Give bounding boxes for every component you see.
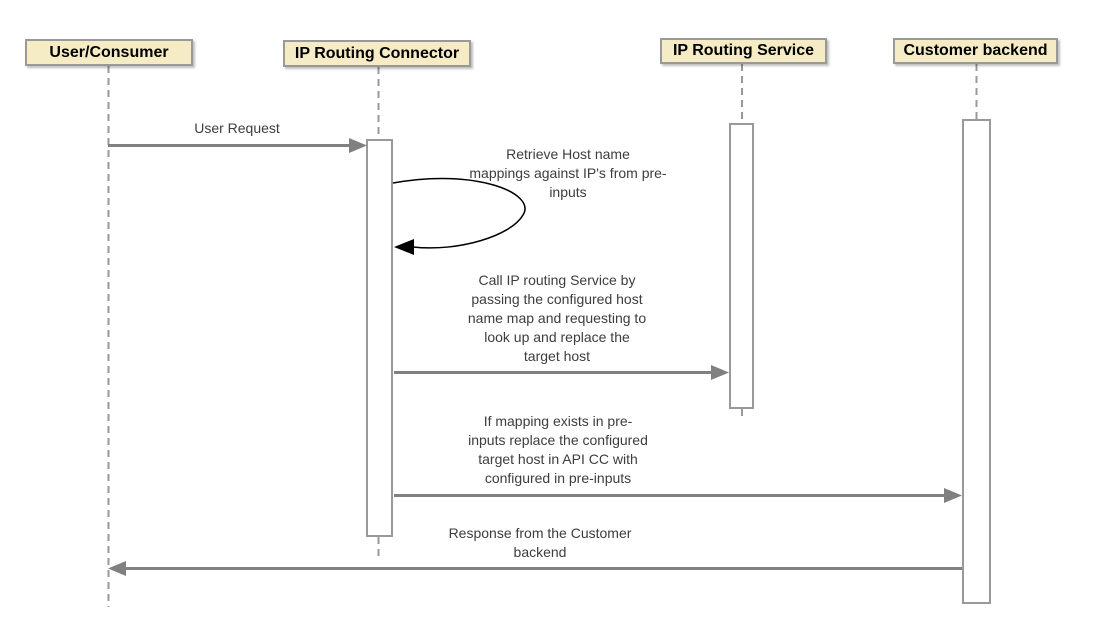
- message-arrow-if-mapping-exists: [394, 488, 962, 503]
- actor-header-ip-routing-connector: IP Routing Connector: [283, 40, 471, 67]
- activation-bar-ip-routing-connector: [366, 139, 393, 537]
- message-label-if-mapping-exists: If mapping exists in pre-inputs replace …: [468, 413, 648, 486]
- actor-label: User/Consumer: [49, 43, 169, 61]
- actor-header-customer-backend: Customer backend: [893, 38, 1058, 64]
- actor-label: IP Routing Service: [672, 42, 815, 59]
- message-arrow-response: [108, 561, 962, 576]
- arrowhead-icon: [349, 138, 367, 153]
- arrowhead-icon: [944, 488, 962, 503]
- activation-bar-ip-routing-service: [729, 123, 754, 409]
- message-arrow-call-ip-routing-service: [394, 365, 729, 380]
- arrowhead-icon: [711, 365, 729, 380]
- actor-header-user-consumer: User/Consumer: [25, 39, 193, 66]
- message-label-user-request: User Request: [194, 120, 280, 136]
- actor-label: IP Routing Connector: [294, 44, 460, 62]
- message-arrow-user-request: [108, 138, 367, 153]
- actor-label: Customer backend: [903, 42, 1048, 59]
- arrowhead-icon: [394, 239, 414, 255]
- activation-bar-customer-backend: [962, 119, 991, 604]
- arrowhead-icon: [108, 561, 126, 576]
- actor-header-ip-routing-service: IP Routing Service: [660, 38, 827, 64]
